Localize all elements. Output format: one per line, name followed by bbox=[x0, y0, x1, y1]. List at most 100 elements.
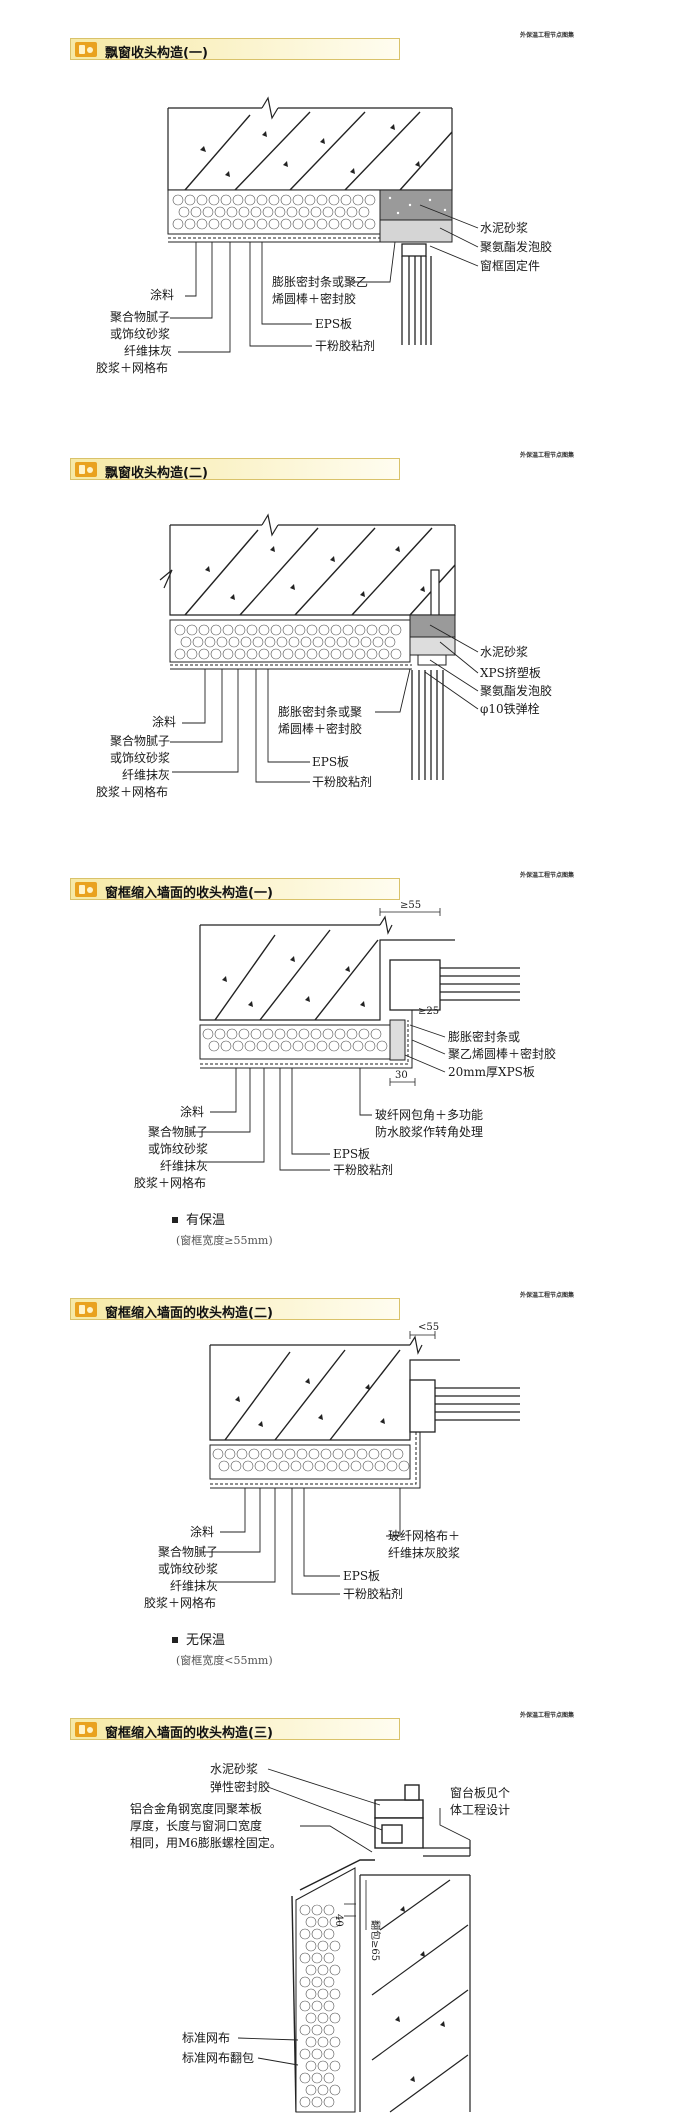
xps-mortar-block bbox=[409, 614, 456, 666]
legend-label: 无保温 bbox=[186, 1633, 225, 1648]
window-frame bbox=[389, 959, 520, 1011]
label-cement-mortar: 水泥砂浆 bbox=[210, 1761, 258, 1776]
label-pu-foam: 聚氨酯发泡胶 bbox=[480, 683, 552, 698]
label-adhesive: 干粉胶粘剂 bbox=[333, 1162, 393, 1177]
detail-drawing-2: 水泥砂浆 XPS挤塑板 聚氨酯发泡胶 φ10铁弹栓 涂料 聚合物腻子 或饰纹砂浆… bbox=[96, 513, 552, 799]
section-5: 外保温工程节点图集 窗框缩入墙面的收头构造(三) bbox=[0, 1680, 688, 2124]
section-title: 窗框缩入墙面的收头构造(三) bbox=[105, 1726, 273, 1741]
label-frame-fixing: 窗框固定件 bbox=[480, 258, 540, 273]
label-mesh: 胶浆＋网格布 bbox=[134, 1175, 206, 1190]
label-sealing-strip: 膨胀密封条或 bbox=[448, 1029, 520, 1044]
label-polymer-putty: 聚合物腻子 bbox=[110, 309, 170, 324]
header-note: 外保温工程节点图集 bbox=[520, 1712, 575, 1719]
label-adhesive: 干粉胶粘剂 bbox=[315, 338, 375, 353]
concrete-slab bbox=[159, 513, 456, 616]
label-polymer-putty: 聚合物腻子 bbox=[158, 1544, 218, 1559]
section-title: 窗框缩入墙面的收头构造(一) bbox=[105, 886, 273, 901]
label-texture-mortar: 或饰纹砂浆 bbox=[110, 326, 170, 341]
detail-drawing-1: 水泥砂浆 聚氨酯发泡胶 窗框固定件 涂料 聚合物腻子 或饰纹砂浆 纤维抹灰 胶浆… bbox=[96, 96, 552, 375]
label-cement-mortar: 水泥砂浆 bbox=[480, 220, 528, 235]
label-eps: EPS板 bbox=[312, 755, 349, 769]
label-eps: EPS板 bbox=[315, 317, 352, 331]
label-paint: 涂料 bbox=[190, 1524, 214, 1539]
label-paint: 涂料 bbox=[152, 714, 176, 729]
book-icon bbox=[75, 882, 97, 897]
book-icon bbox=[75, 462, 97, 477]
legend-note: (窗框宽度≥55mm) bbox=[176, 1233, 273, 1247]
label-aluminum-angle: 铝合金角钢宽度同聚苯板 bbox=[130, 1801, 262, 1816]
label-mesh: 胶浆＋网格布 bbox=[96, 784, 168, 799]
section-title: 飘窗收头构造(二) bbox=[105, 466, 208, 481]
label-mesh-wrap: 标准网布翻包 bbox=[182, 2051, 254, 2065]
detail-drawing-5: 翻包≥65 40 水泥砂浆 弹性密封胶 铝合金角钢宽度同聚苯板 厚度，长度与窗洞… bbox=[130, 1761, 510, 2113]
label-polymer-putty: 聚合物腻子 bbox=[110, 733, 170, 748]
legend-label: 有保温 bbox=[186, 1213, 225, 1228]
label-anchor: φ10铁弹栓 bbox=[480, 701, 540, 716]
label-cement-mortar: 水泥砂浆 bbox=[480, 644, 528, 659]
dim-frame-width: ≥55 bbox=[400, 900, 421, 911]
eps-board bbox=[295, 1867, 356, 2113]
label-mesh: 胶浆＋网格布 bbox=[96, 360, 168, 375]
dim-40: 40 bbox=[333, 1914, 344, 1927]
label-mesh: 胶浆＋网格布 bbox=[144, 1595, 216, 1610]
label-fiber-mortar: 纤维抹灰胶浆 bbox=[388, 1545, 460, 1560]
concrete-wall bbox=[359, 1874, 471, 2113]
label-paint: 涂料 bbox=[150, 287, 174, 302]
header-note: 外保温工程节点图集 bbox=[520, 1292, 575, 1299]
label-corner-mesh: 玻纤网包角＋多功能 bbox=[375, 1108, 483, 1122]
label-fiber-plaster: 纤维抹灰 bbox=[170, 1579, 218, 1593]
label-sealing-strip: 膨胀密封条或聚乙 bbox=[272, 274, 368, 289]
label-elastic-sealant: 弹性密封胶 bbox=[210, 1779, 270, 1794]
label-sill-design: 体工程设计 bbox=[450, 1802, 510, 1817]
section-title: 窗框缩入墙面的收头构造(二) bbox=[105, 1306, 273, 1321]
section-title-banner: 飘窗收头构造(二) bbox=[70, 458, 400, 481]
window-frame bbox=[401, 243, 432, 345]
header-note: 外保温工程节点图集 bbox=[520, 452, 575, 459]
label-aluminum-thickness: 厚度，长度与窗洞口宽度 bbox=[130, 1818, 262, 1833]
legend-marker bbox=[172, 1637, 178, 1643]
label-pe-rod: 聚乙烯圆棒＋密封胶 bbox=[448, 1046, 556, 1061]
header-note: 外保温工程节点图集 bbox=[520, 32, 575, 39]
eps-board bbox=[167, 189, 385, 243]
window-frame-profile bbox=[374, 1784, 424, 1849]
label-waterproof: 防水胶浆作转角处理 bbox=[375, 1124, 483, 1139]
label-xps: XPS挤塑板 bbox=[480, 665, 541, 680]
dim-overlap: 30 bbox=[395, 1070, 408, 1081]
book-icon bbox=[75, 1722, 97, 1737]
label-paint: 涂料 bbox=[180, 1104, 204, 1119]
legend-note: (窗框宽度<55mm) bbox=[176, 1653, 273, 1667]
header-note: 外保温工程节点图集 bbox=[520, 872, 575, 879]
label-texture-mortar: 或饰纹砂浆 bbox=[158, 1561, 218, 1576]
label-texture-mortar: 或饰纹砂浆 bbox=[148, 1141, 208, 1156]
eps-board bbox=[199, 1010, 413, 1069]
label-aluminum-fixing: 相同，用M6膨胀螺栓固定。 bbox=[130, 1835, 282, 1850]
window-sill-board bbox=[423, 1840, 471, 1857]
book-icon bbox=[75, 1302, 97, 1317]
section-3: 外保温工程节点图集 窗框缩入墙面的收头构造(一) bbox=[0, 840, 688, 1260]
label-standard-mesh: 标准网布 bbox=[182, 2031, 230, 2045]
mortar-block bbox=[379, 189, 453, 243]
label-fiberglass-mesh: 玻纤网格布＋ bbox=[388, 1528, 460, 1543]
eps-board bbox=[209, 1432, 421, 1489]
section-title-banner: 窗框缩入墙面的收头构造(二) bbox=[70, 1298, 400, 1321]
label-fiber-plaster: 纤维抹灰 bbox=[160, 1159, 208, 1173]
label-pu-foam: 聚氨酯发泡胶 bbox=[480, 239, 552, 254]
dim-return: ≥25 bbox=[418, 1006, 439, 1017]
label-eps: EPS板 bbox=[343, 1569, 380, 1583]
label-adhesive: 干粉胶粘剂 bbox=[343, 1586, 403, 1601]
dimensions bbox=[344, 1880, 367, 1930]
section-1: 外保温工程节点图集 飘窗收头构造(一) bbox=[0, 0, 688, 420]
dim-frame-width: <55 bbox=[418, 1322, 439, 1333]
book-icon bbox=[75, 42, 97, 57]
section-4: 外保温工程节点图集 窗框缩入墙面的收头构造(二) bbox=[0, 1260, 688, 1680]
label-xps: 20mm厚XPS板 bbox=[448, 1065, 535, 1079]
label-eps: EPS板 bbox=[333, 1147, 370, 1161]
window-frame bbox=[411, 670, 444, 780]
dim-wrap: 翻包≥65 bbox=[369, 1920, 382, 1961]
section-title-banner: 窗框缩入墙面的收头构造(三) bbox=[70, 1718, 400, 1741]
aluminum-angle bbox=[291, 1859, 375, 2113]
concrete-wall bbox=[209, 1335, 460, 1441]
dimensions bbox=[379, 908, 441, 1086]
label-polymer-putty: 聚合物腻子 bbox=[148, 1124, 208, 1139]
concrete-wall bbox=[199, 915, 455, 1021]
